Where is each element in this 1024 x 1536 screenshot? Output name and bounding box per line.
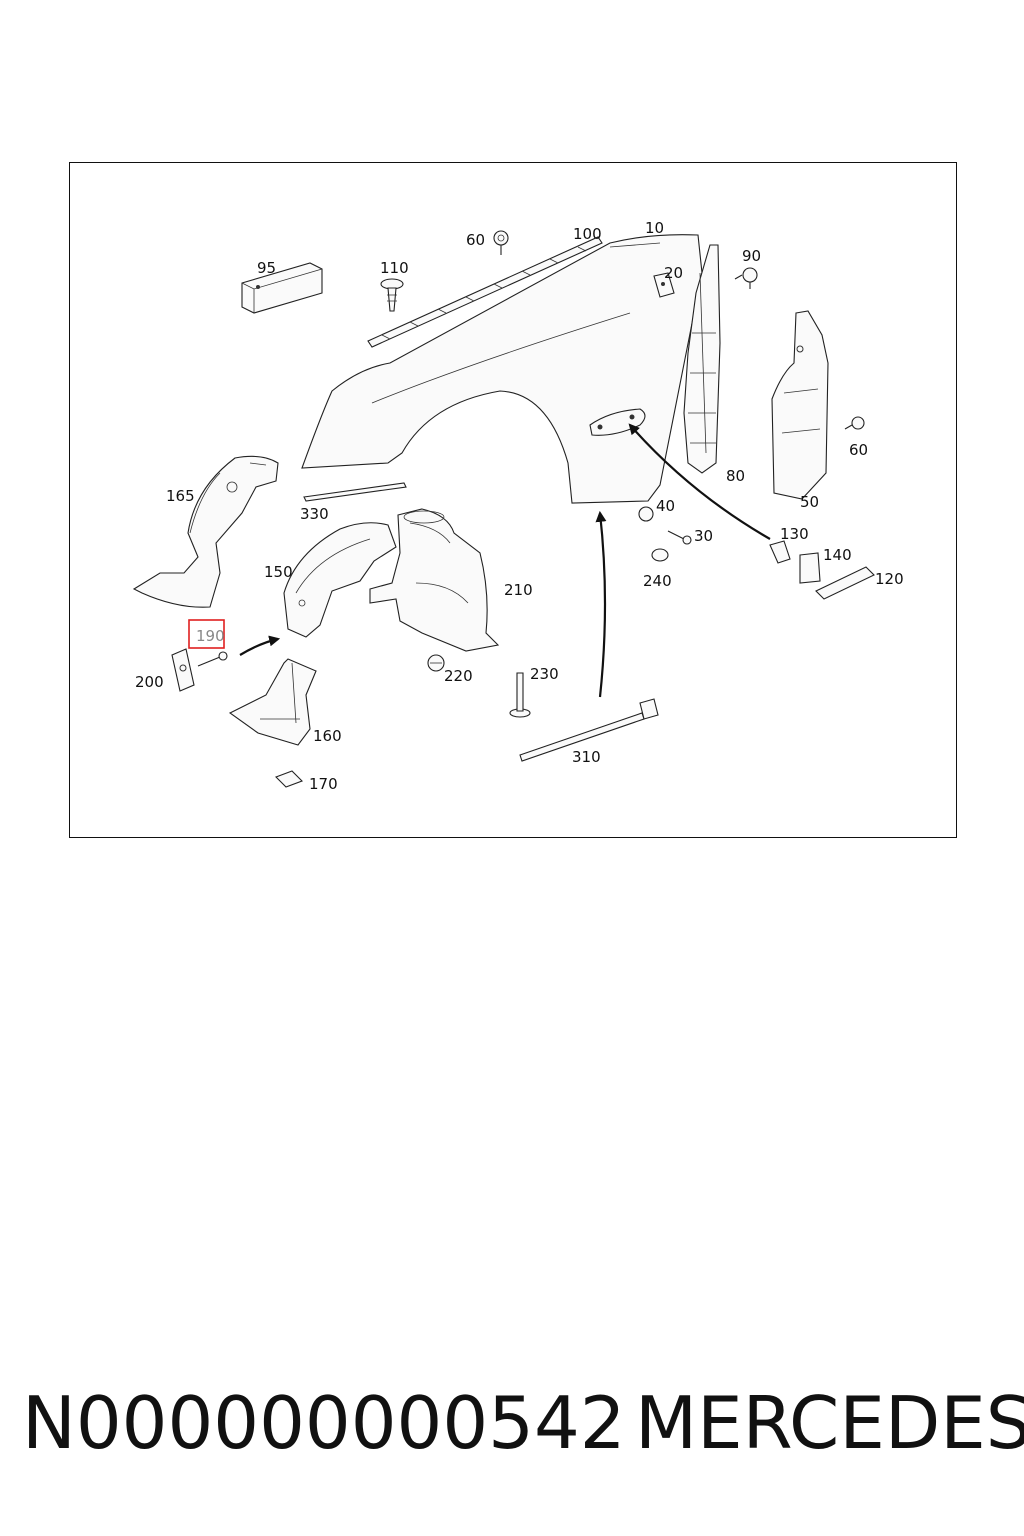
part-200-bracket: [171, 648, 195, 692]
label-165: 165: [166, 487, 195, 505]
part-160-bracket: [228, 658, 317, 746]
part-100-trim-strip: [367, 236, 603, 348]
part-120-strip: [815, 566, 875, 600]
arrow-130-to-fender: [628, 423, 771, 540]
part-165-liner: [132, 455, 279, 608]
label-130: 130: [780, 525, 809, 543]
label-20: 20: [664, 264, 683, 282]
label-210: 210: [504, 581, 533, 599]
label-120: 120: [875, 570, 904, 588]
arrow-310-to-fender: [595, 510, 607, 698]
label-30: 30: [694, 527, 713, 545]
label-10: 10: [645, 219, 664, 237]
label-330: 330: [300, 505, 329, 523]
label-230: 230: [530, 665, 559, 683]
label-200: 200: [135, 673, 164, 691]
brand-name: MERCEDES: [635, 1381, 1024, 1465]
part-190-screw: [197, 651, 228, 667]
part-30-screw: [667, 530, 692, 545]
part-40-nut: [638, 506, 654, 522]
part-310-rail: [519, 698, 659, 762]
label-90: 90: [742, 247, 761, 265]
part-90-bolt: [734, 267, 758, 289]
part-210-liner: [369, 508, 500, 652]
part-50-panel: [771, 310, 829, 500]
part-130-clip: [769, 540, 791, 564]
label-310: 310: [572, 748, 601, 766]
part-95-block: [241, 262, 323, 314]
label-60-right: 60: [849, 441, 868, 459]
label-160: 160: [313, 727, 342, 745]
part-20-bracket: [653, 272, 675, 298]
label-150: 150: [264, 563, 293, 581]
part-number: N000000000542: [22, 1381, 626, 1465]
part-230-pin: [509, 672, 531, 718]
arrow-190-to-150: [239, 635, 281, 656]
label-80: 80: [726, 467, 745, 485]
label-170: 170: [309, 775, 338, 793]
part-110-clip: [380, 278, 404, 312]
label-95: 95: [257, 259, 276, 277]
part-10-fender: [301, 234, 703, 504]
part-150-liner: [283, 522, 397, 638]
part-80-vertical-bracket: [683, 244, 721, 474]
part-140-clip: [799, 552, 821, 584]
part-60-bolt-right: [844, 416, 865, 430]
label-240: 240: [643, 572, 672, 590]
label-100: 100: [573, 225, 602, 243]
label-190: 190: [196, 627, 225, 645]
label-50: 50: [800, 493, 819, 511]
fender-parts-diagram: 95 110 60 100 10 20 90 60 80 50 165 330 …: [132, 219, 904, 793]
part-330-strip: [303, 482, 407, 502]
label-110: 110: [380, 259, 409, 277]
part-60-bolt-top: [493, 230, 509, 255]
part-240-cap: [651, 548, 669, 562]
label-220: 220: [444, 667, 473, 685]
label-40: 40: [656, 497, 675, 515]
part-170-clip: [275, 770, 303, 788]
highlight-box-190: [188, 619, 225, 649]
label-140: 140: [823, 546, 852, 564]
parts-diagram-frame: 95 110 60 100 10 20 90 60 80 50 165 330 …: [69, 162, 957, 838]
part-220-clip: [427, 654, 445, 672]
label-60-top: 60: [466, 231, 485, 249]
